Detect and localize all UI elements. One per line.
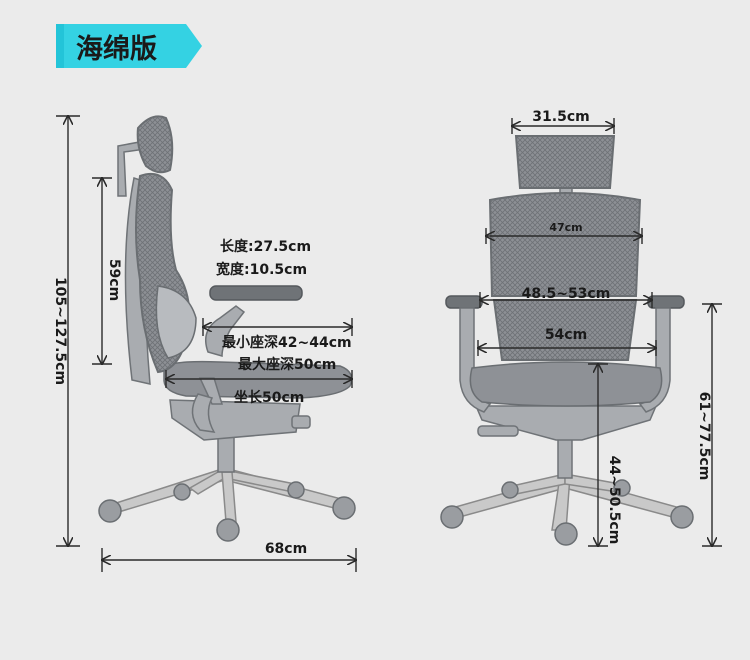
headrest	[514, 135, 616, 189]
armrest-span-label: 48.5~53cm	[522, 286, 611, 302]
backrest-height-label: 59cm	[106, 259, 122, 301]
caster-wheel	[216, 518, 240, 542]
seat-height-label: 44~50.5cm	[606, 456, 622, 545]
side-view-dimensions: 105~127.5cm 59cm 长度:27.5cm 宽度:10.5cm 最小座…	[52, 116, 356, 572]
caster-wheel	[501, 481, 519, 499]
armrest-link	[191, 393, 216, 433]
headrest	[136, 115, 174, 174]
tilt-handle	[477, 425, 519, 437]
caster-wheel	[173, 483, 191, 501]
caster-wheel	[98, 499, 122, 523]
caster-wheel	[670, 505, 694, 529]
caster-wheel	[287, 481, 305, 499]
caster-wheel	[613, 479, 631, 497]
armrest-pad-left	[445, 295, 483, 309]
caster-wheel	[440, 505, 464, 529]
seat-length-label: 坐长50cm	[234, 389, 304, 406]
tilt-knob	[291, 415, 311, 429]
armrest-height-label: 61~77.5cm	[696, 392, 712, 481]
armrest-pad-right	[647, 295, 685, 309]
badge-shape	[64, 24, 202, 68]
total-height-label: 105~127.5cm	[52, 277, 68, 385]
base-width-label: 68cm	[265, 541, 307, 557]
front-view-dimensions: 31.5cm 47cm 48.5~53cm 54cm 44~50.5cm 61~…	[478, 109, 722, 546]
version-badge: 海绵版	[56, 24, 202, 68]
seat-width-label: 54cm	[545, 327, 587, 343]
seat-mechanism	[169, 399, 301, 441]
min-seat-depth-label: 最小座深42~44cm	[222, 334, 352, 351]
armrest-width-label: 宽度:10.5cm	[216, 261, 307, 278]
armrest-pad	[209, 285, 303, 301]
caster-wheel	[332, 496, 356, 520]
backrest-upper	[488, 192, 642, 297]
max-seat-depth-label: 最大座深50cm	[238, 356, 336, 373]
badge-text: 海绵版	[76, 34, 157, 65]
base-leg	[109, 466, 226, 515]
front-view-chair	[440, 135, 694, 546]
headrest-width-label: 31.5cm	[532, 109, 589, 125]
armrest-length-label: 长度:27.5cm	[220, 238, 311, 255]
caster-wheel	[554, 522, 578, 546]
backrest-width-label: 47cm	[549, 221, 582, 234]
seat-cushion	[469, 361, 663, 407]
lumbar-support	[155, 285, 197, 359]
side-view-chair	[98, 115, 356, 542]
